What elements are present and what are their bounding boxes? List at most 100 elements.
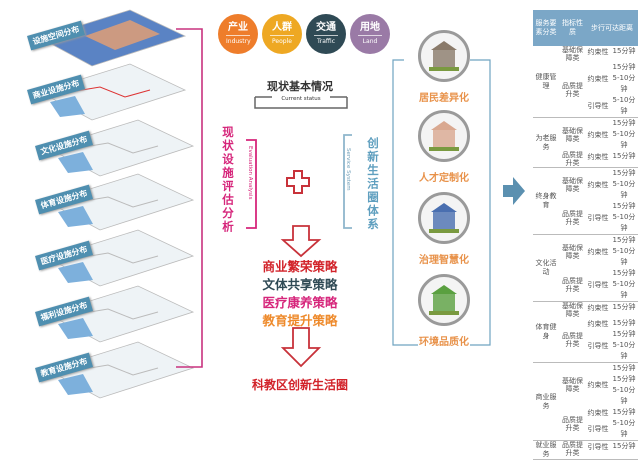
subgroup-type: 基础保障类	[562, 46, 583, 62]
walk-distance: 15分钟	[612, 152, 636, 160]
distances: 15分钟	[610, 407, 638, 418]
table-header: 服务要素分类指标性质步行可达距离	[533, 10, 638, 46]
map-layer	[38, 172, 195, 231]
evaluation-bracket	[246, 139, 257, 229]
indicator-nature: 约束性	[587, 381, 609, 389]
subgroup-type: 基础保障类	[562, 176, 583, 193]
distances: 15分钟 5-10分钟	[610, 118, 638, 151]
indicator-nature: 约束性	[587, 408, 609, 417]
header-cell: 步行可达距离	[591, 23, 633, 32]
system-en: Service System	[345, 148, 351, 191]
subgroup-type: 品质提升类	[562, 209, 583, 226]
header-cell: 指标性质	[562, 19, 583, 36]
walk-distance: 15分钟	[612, 47, 636, 55]
indicator-nature: 约束性	[587, 319, 609, 328]
connectors	[176, 28, 525, 368]
status-title: 现状基本情况	[267, 80, 333, 93]
map-layer	[38, 228, 195, 287]
distances: 5-10分钟	[610, 418, 638, 440]
walk-distance: 15分钟	[612, 169, 636, 177]
walk-distance: 15分钟	[612, 119, 636, 127]
down-arrow-icon-2	[280, 327, 322, 368]
pillar-illustration	[418, 110, 470, 162]
group-name: 为老服务	[535, 133, 557, 151]
walk-distance: 5-10分钟	[612, 280, 636, 299]
pillar-label: 环境品质化	[419, 337, 469, 348]
subgroup-type: 品质提升类	[562, 332, 583, 348]
walk-distance: 5-10分钟	[612, 213, 636, 232]
pillar-illustration	[418, 192, 470, 244]
factor-cn: 产业	[228, 22, 248, 33]
pillar-label: 居民差异化	[419, 93, 469, 104]
evaluation-en: Evaluation Analysis	[247, 146, 253, 200]
distances: 15分钟	[610, 441, 638, 452]
distances: 15分钟	[610, 318, 638, 329]
down-arrow-icon	[280, 225, 322, 258]
walk-distance: 5-10分钟	[612, 130, 636, 149]
indicator-nature: 引导性	[587, 425, 609, 433]
subgroup-type: 基础保障类	[562, 377, 583, 393]
group-name: 文化活动	[535, 259, 557, 276]
group-name: 就业服务	[535, 441, 557, 458]
status-subtitle: Current status	[281, 96, 321, 102]
map-layer	[38, 118, 195, 177]
indicator-nature: 引导性	[587, 102, 609, 110]
indicator-nature: 约束性	[587, 47, 609, 56]
indicator-nature: 约束性	[587, 303, 609, 312]
group-name: 终身教育	[535, 192, 557, 209]
strategy-item: 商业繁荣策略	[262, 259, 338, 274]
walk-distance: 15分钟	[612, 375, 636, 383]
pillar-label: 人才定制化	[419, 173, 469, 184]
subgroup-type: 品质提升类	[562, 151, 583, 167]
walk-distance: 15分钟	[612, 236, 636, 244]
walk-distance: 5-10分钟	[612, 96, 636, 115]
walk-distance: 5-10分钟	[612, 386, 636, 405]
distances: 15分钟	[610, 302, 638, 313]
distances: 15分钟 5-10分钟	[610, 235, 638, 268]
walk-distance: 15分钟	[612, 330, 636, 338]
pillar-loop	[392, 59, 491, 346]
factor-cn: 人群	[272, 22, 292, 33]
indicator-nature: 约束性	[587, 152, 609, 161]
walk-distance: 5-10分钟	[612, 247, 636, 266]
indicator-nature: 约束性	[587, 74, 609, 83]
walk-distance: 15分钟	[612, 442, 636, 450]
strategy-item: 医疗康养策略	[262, 295, 338, 310]
subgroup-type: 基础保障类	[562, 126, 583, 143]
walk-distance: 15分钟	[612, 364, 636, 372]
map-layer	[38, 284, 195, 343]
indicator-nature: 引导性	[587, 442, 609, 451]
